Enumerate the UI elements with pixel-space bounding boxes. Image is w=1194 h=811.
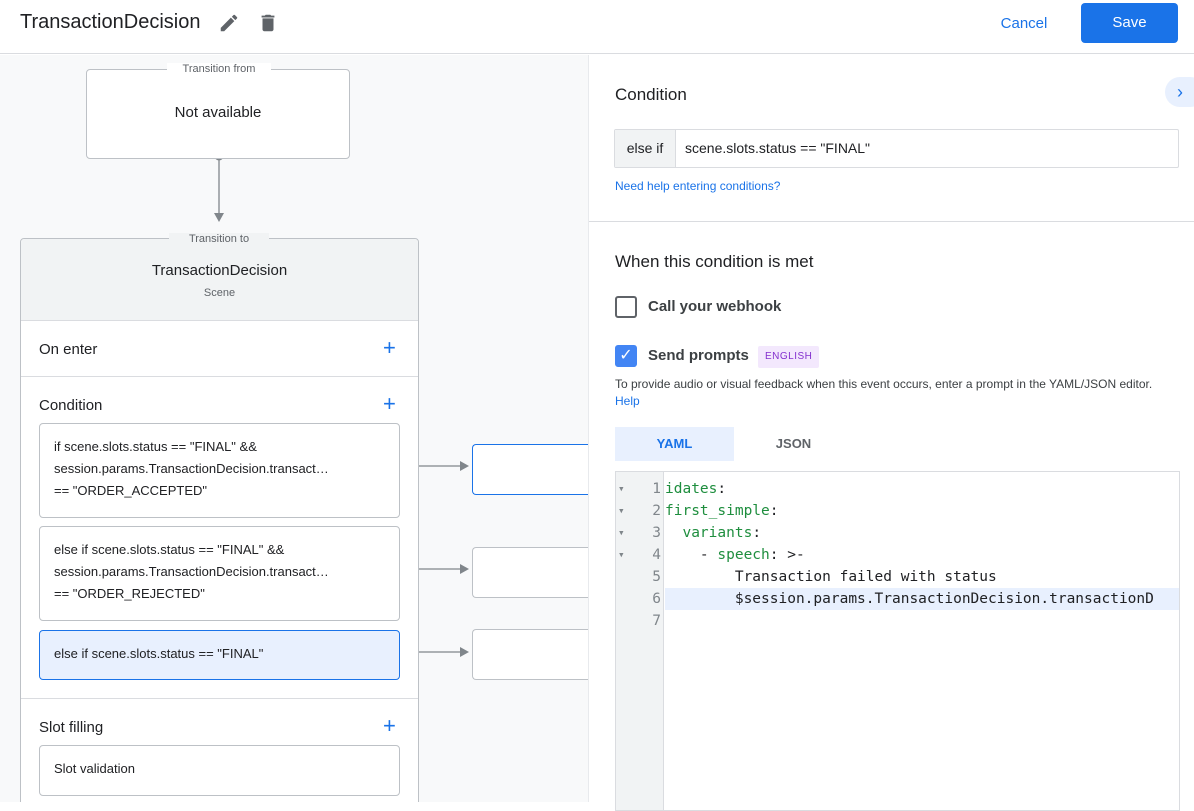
page-title: TransactionDecision [20,11,201,33]
line-text: - speech: >- [665,547,805,563]
on-enter-label: On enter [39,341,98,358]
line-number: 5 [652,569,661,585]
editor-gutter [616,472,664,810]
slot-filling-section: Slot filling + Slot validation [21,698,418,802]
transition-from-value: Not available [174,104,262,121]
fold-arrow-icon[interactable]: ▾ [618,548,625,561]
condition-item[interactable]: else if scene.slots.status == "FINAL" &&… [39,526,400,621]
edit-icon[interactable] [218,12,240,39]
condition-met-heading: When this condition is met [615,252,814,271]
line-number: 4 [652,547,661,563]
line-text: variants: [682,525,762,541]
yaml-key: idates [665,481,718,497]
line-number: 1 [652,481,661,497]
transition-to-legend: Transition to [169,233,269,245]
prompt-help-text: To provide audio or visual feedback when… [615,376,1175,410]
code-line: ▾ 4 - speech: >- [616,544,1179,566]
code-line: 7 [616,610,1179,632]
add-condition-icon[interactable]: + [383,391,396,416]
condition-line: else if scene.slots.status == "FINAL" && [54,542,285,557]
condition-field[interactable]: else if scene.slots.status == "FINAL" [614,129,1179,168]
scene-type: Scene [203,287,236,299]
top-bar: TransactionDecision Cancel Save [0,0,1194,54]
tab-yaml[interactable]: YAML [615,427,734,461]
line-number: 7 [652,613,661,629]
line-number: 3 [652,525,661,541]
language-badge: ENGLISH [758,346,820,368]
slot-validation-label: Slot validation [54,761,135,776]
fold-arrow-icon[interactable]: ▾ [618,504,625,517]
condition-heading: Condition [615,85,687,104]
condition-item[interactable]: if scene.slots.status == "FINAL" && sess… [39,423,400,518]
code-line: ▾ 3 variants: [616,522,1179,544]
prompt-help-text-body: To provide audio or visual feedback when… [615,377,1153,391]
condition-item-selected[interactable]: else if scene.slots.status == "FINAL" [39,630,400,680]
line-text: $session.params.TransactionDecision.tran… [734,591,1154,607]
code-line: 6 $session.params.TransactionDecision.tr… [616,588,1179,610]
condition-input[interactable]: scene.slots.status == "FINAL" [685,140,871,156]
send-prompts-label: Send prompts [648,347,749,364]
webhook-checkbox[interactable] [615,296,637,318]
condition-line: == "ORDER_REJECTED" [54,586,205,601]
line-text: first_simple: [665,503,779,519]
line-text: Transaction failed with status [734,569,997,585]
condition-line: else if scene.slots.status == "FINAL" [54,646,264,661]
save-button[interactable]: Save [1081,3,1178,43]
yaml-key: speech [717,547,770,563]
flow-canvas: Transition from Not available Transition… [0,55,588,802]
code-line: 5 Transaction failed with status [616,566,1179,588]
tab-json[interactable]: JSON [775,436,812,451]
transition-from-node: Transition from Not available [86,63,350,159]
line-highlight [665,588,1179,610]
prompt-help-link[interactable]: Help [615,394,640,408]
add-slot-icon[interactable]: + [383,713,396,738]
slot-filling-label: Slot filling [39,719,104,736]
add-on-enter-icon[interactable]: + [383,335,396,360]
yaml-key: variants [682,525,753,541]
condition-target-node[interactable] [472,629,588,680]
scene-node: Transition to TransactionDecision Scene … [20,233,419,802]
divider [589,221,1194,222]
condition-line: if scene.slots.status == "FINAL" && [54,439,257,454]
scene-header: Transition to TransactionDecision Scene [21,233,418,320]
line-number: 6 [652,591,661,607]
condition-help-link[interactable]: Need help entering conditions? [615,179,781,193]
condition-label: Condition [39,397,103,414]
send-prompts-checkbox[interactable]: ✓ [615,345,637,367]
delete-icon[interactable] [257,11,279,40]
yaml-key: first_simple [665,503,770,519]
on-enter-section: On enter + [21,320,418,376]
fold-arrow-icon[interactable]: ▾ [618,482,625,495]
condition-section: Condition + if scene.slots.status == "FI… [21,376,418,698]
line-text: idates: [665,481,727,497]
cancel-button[interactable]: Cancel [1000,15,1048,32]
webhook-label: Call your webhook [648,298,782,315]
fold-arrow-icon[interactable]: ▾ [618,526,625,539]
condition-line: session.params.TransactionDecision.trans… [54,461,329,476]
slot-validation-item[interactable]: Slot validation [39,745,400,796]
condition-target-node[interactable] [472,547,588,598]
collapse-panel-button[interactable]: › [1165,77,1194,107]
line-number: 2 [652,503,661,519]
scene-name[interactable]: TransactionDecision [151,262,288,279]
condition-target-node[interactable] [472,444,588,495]
condition-line: session.params.TransactionDecision.trans… [54,564,329,579]
condition-prefix: else if [615,130,676,167]
transition-from-legend: Transition from [167,63,271,75]
details-panel: › Condition else if scene.slots.status =… [588,55,1194,811]
condition-line: == "ORDER_ACCEPTED" [54,483,207,498]
